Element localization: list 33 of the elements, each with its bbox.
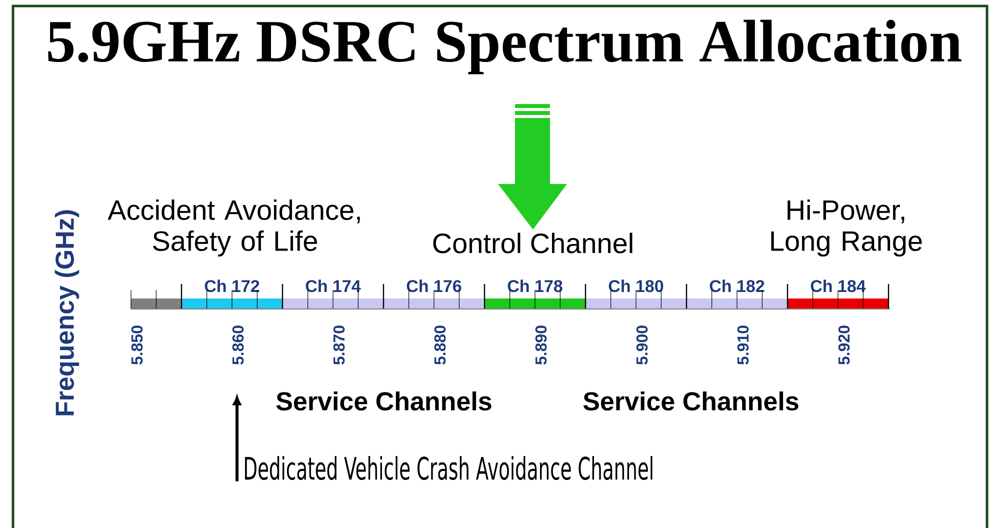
tick-label: 5.890 <box>535 326 547 365</box>
tick-label: 5.880 <box>434 326 446 365</box>
node-label: Ch 174 <box>306 280 361 292</box>
tick-label: 5.920 <box>838 326 850 365</box>
node-label: Ch 178 <box>508 280 562 292</box>
channel-bar: Ch 178 <box>484 280 586 308</box>
tick-label: 5.910 <box>737 326 749 365</box>
node-label: Ch 180 <box>608 280 664 292</box>
heading-text: Hi-Power, Long Range <box>771 199 922 257</box>
tick-label: 5.850 <box>131 326 143 365</box>
node-label: Ch 182 <box>710 280 764 292</box>
channel-bar: Ch 184 <box>788 280 888 308</box>
heading-text: Accident Avoidance, Safety of Life <box>108 199 360 257</box>
channel-bar: Ch 176 <box>384 280 484 308</box>
channel-bar: Ch 182 <box>686 280 788 308</box>
block-arrow <box>498 104 567 230</box>
node-label: Ch 172 <box>204 280 260 292</box>
node-label: Ch 184 <box>810 280 866 292</box>
arrow <box>233 396 241 482</box>
tick-label: 5.900 <box>636 326 648 365</box>
tick-label: 5.860 <box>232 326 244 365</box>
axis-title: Frequency (GHz) <box>54 210 80 416</box>
tick-label: 5.870 <box>333 326 345 365</box>
channel-bar: Ch 172 <box>182 280 282 308</box>
channel-bar: Ch 180 <box>586 280 686 308</box>
heading-text: Control Channel <box>433 232 632 254</box>
group-label: Service Channels <box>583 391 798 411</box>
channel-bar: Ch 174 <box>282 280 384 308</box>
node-label: Ch 176 <box>406 280 462 292</box>
group-label: Service Channels <box>276 391 492 411</box>
callout-text: Dedicated Vehicle Crash Avoidance Channel <box>245 456 652 480</box>
band-bar <box>130 298 182 308</box>
title: 5.9GHz DSRC Spectrum Allocation <box>48 20 962 74</box>
